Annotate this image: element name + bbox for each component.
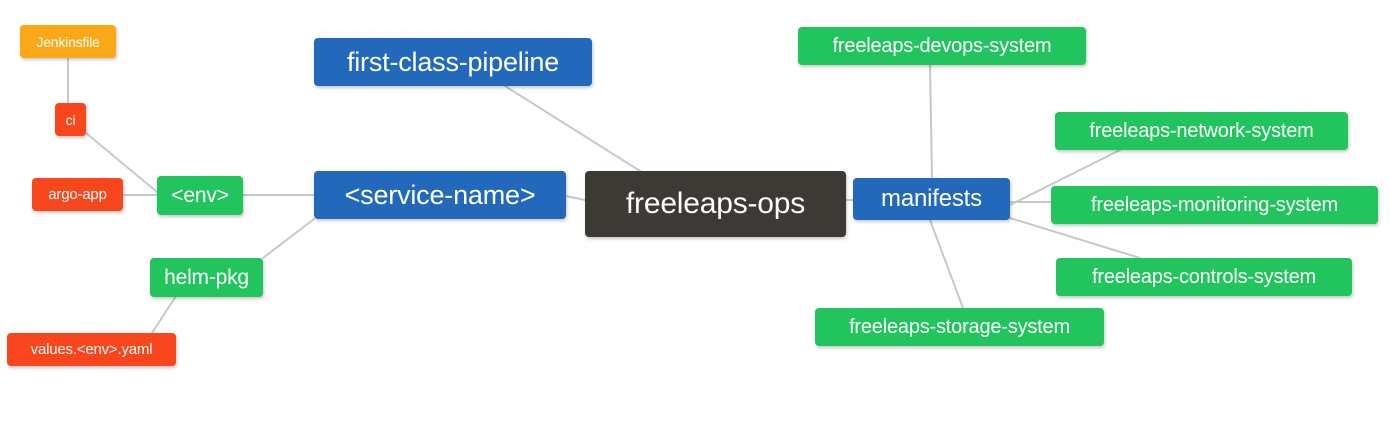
node-jenkinsfile[interactable]: Jenkinsfile bbox=[20, 25, 116, 58]
node-freeleaps-network-system[interactable]: freeleaps-network-system bbox=[1055, 112, 1348, 150]
node-freeleaps-storage-system[interactable]: freeleaps-storage-system bbox=[815, 308, 1104, 346]
edge-helm-pkg-to-values-yaml bbox=[151, 295, 177, 334]
node-freeleaps-monitoring-system[interactable]: freeleaps-monitoring-system bbox=[1051, 186, 1378, 224]
edge-manifests-to-freeleaps-storage-system bbox=[929, 219, 964, 309]
node-manifests[interactable]: manifests bbox=[853, 178, 1010, 220]
node-argo-app[interactable]: argo-app bbox=[32, 178, 123, 211]
node-freeleaps-ops[interactable]: freeleaps-ops bbox=[585, 171, 846, 237]
node-ci[interactable]: ci bbox=[55, 103, 86, 136]
edge-manifests-to-freeleaps-controls-system bbox=[1009, 217, 1141, 259]
edge-service-name-to-helm-pkg bbox=[262, 218, 315, 259]
edge-manifests-to-freeleaps-devops-system bbox=[929, 64, 933, 179]
edge-service-name-to-freeleaps-ops bbox=[565, 195, 586, 201]
node-helm-pkg[interactable]: helm-pkg bbox=[150, 258, 263, 297]
node-values-yaml[interactable]: values.<env>.yaml bbox=[7, 333, 176, 366]
node-env[interactable]: <env> bbox=[157, 176, 243, 215]
node-freeleaps-controls-system[interactable]: freeleaps-controls-system bbox=[1056, 258, 1352, 296]
edge-first-class-pipeline-to-freeleaps-ops bbox=[504, 85, 641, 172]
node-freeleaps-devops-system[interactable]: freeleaps-devops-system bbox=[798, 27, 1086, 65]
node-first-class-pipeline[interactable]: first-class-pipeline bbox=[314, 38, 592, 86]
node-service-name[interactable]: <service-name> bbox=[314, 171, 566, 219]
